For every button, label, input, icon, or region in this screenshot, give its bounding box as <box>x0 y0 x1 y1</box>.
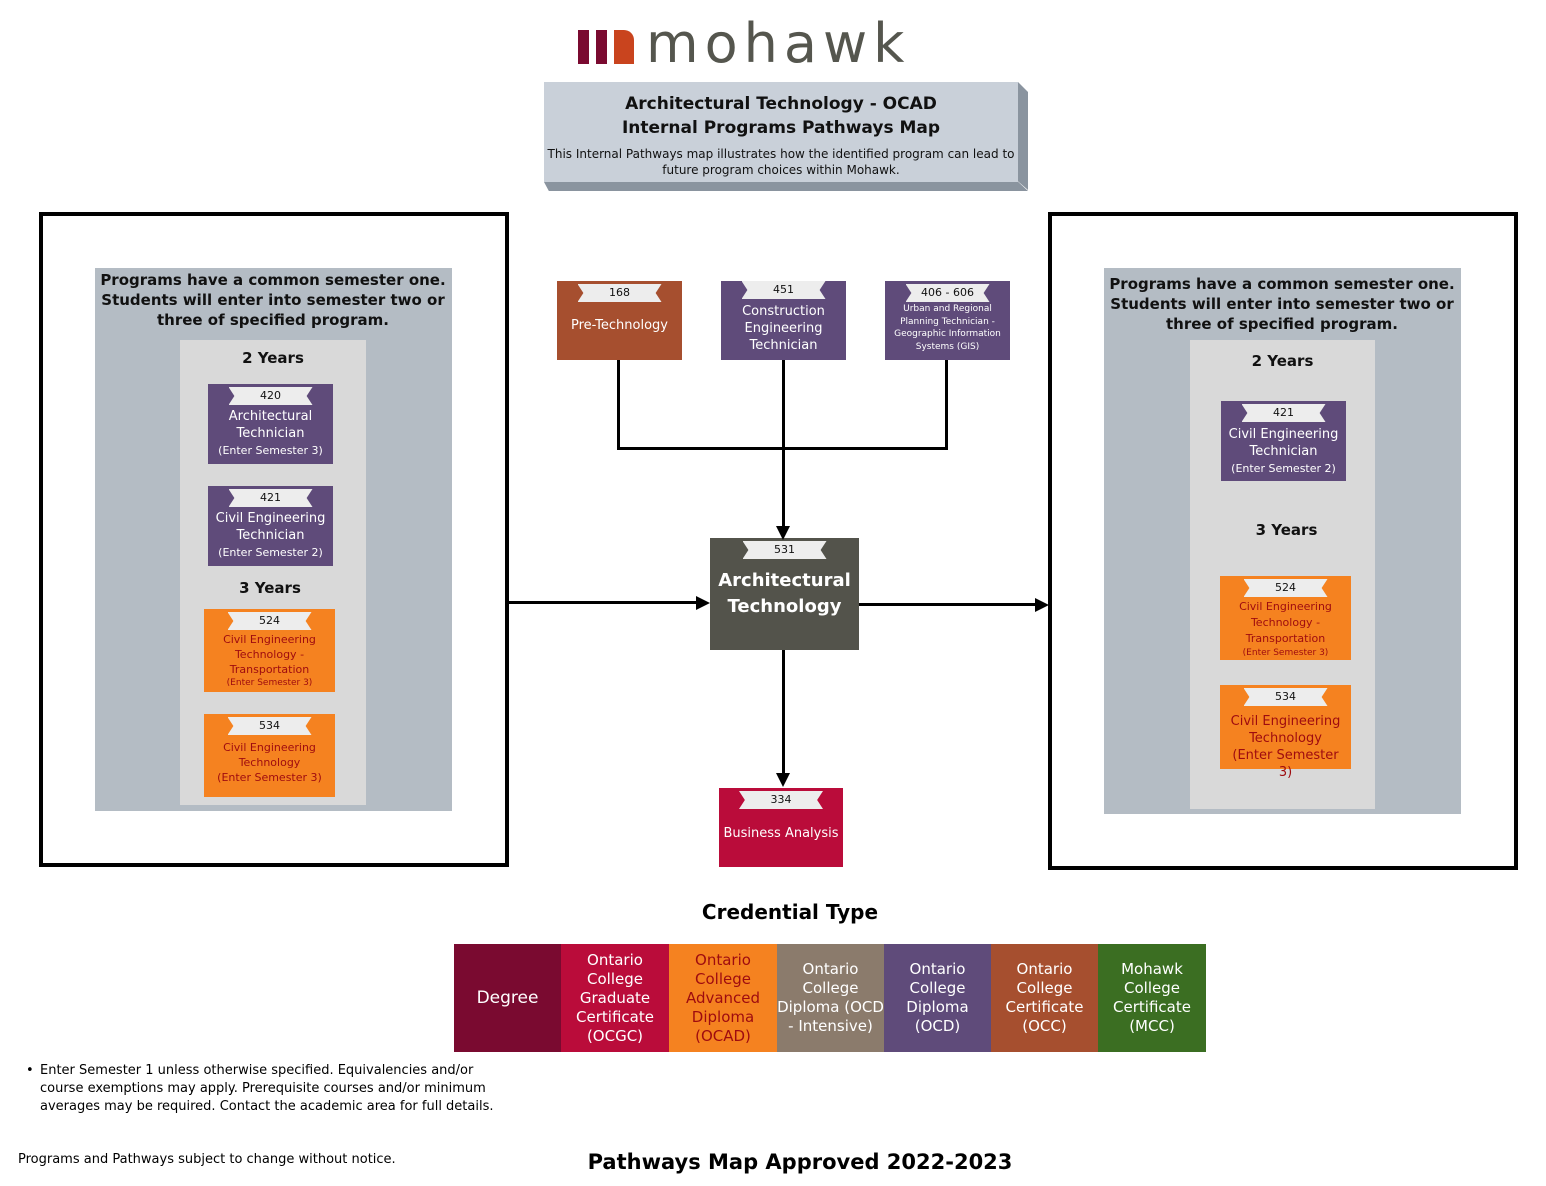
connector-406-down <box>945 360 948 450</box>
logo-bar-1 <box>578 30 589 64</box>
program-entry-note: (Enter Semester 3) <box>1242 648 1329 658</box>
legend-label: Ontario College Diploma (OCD - Intensive… <box>777 960 884 1035</box>
arrow-531-to-right <box>1035 598 1049 612</box>
connector-top-horizontal <box>617 447 948 450</box>
legend-label: Ontario College Diploma (OCD) <box>906 960 969 1035</box>
program-code: 524 <box>227 612 312 630</box>
program-entry-note: (Enter Semester 3) <box>226 678 313 688</box>
program-code: 421 <box>228 489 313 507</box>
program-code: 334 <box>739 791 823 809</box>
center-program-531[interactable]: 531 Architectural Technology <box>710 538 859 650</box>
right-program-534[interactable]: 534 Civil Engineering Technology (Enter … <box>1220 685 1351 780</box>
program-code: 420 <box>228 387 313 405</box>
program-name: Civil Engineering Technology <box>223 741 316 769</box>
program-name: Civil Engineering Technology - Transport… <box>1239 600 1332 645</box>
connector-451-down <box>782 360 785 528</box>
program-name: Civil Engineering Technician <box>215 511 326 543</box>
top-program-406-606[interactable]: 406 - 606 Urban and Regional Planning Te… <box>885 281 1010 360</box>
footer-approval: Pathways Map Approved 2022-2023 <box>587 1150 1013 1174</box>
legend-label: Ontario College Advanced Diploma (OCAD) <box>685 950 761 1045</box>
right-program-524[interactable]: 524 Civil Engineering Technology - Trans… <box>1220 576 1351 660</box>
legend-ocd-intensive: Ontario College Diploma (OCD - Intensive… <box>777 944 884 1052</box>
header-title-line2: Internal Programs Pathways Map <box>621 118 941 138</box>
logo-bar-3 <box>614 30 634 64</box>
program-name: Civil Engineering Technology <box>1230 714 1341 746</box>
footnote: • Enter Semester 1 unless otherwise spec… <box>26 1062 506 1116</box>
connector-531-to-334 <box>782 650 785 774</box>
footnote-text: Enter Semester 1 unless otherwise specif… <box>40 1063 494 1114</box>
legend-label: Degree <box>476 987 539 1008</box>
right-program-421[interactable]: 421 Civil Engineering Technician (Enter … <box>1221 401 1346 481</box>
left-heading-2-years: 2 Years <box>242 349 304 367</box>
legend-ocd: Ontario College Diploma (OCD) <box>884 944 991 1052</box>
header-bevel-bottom <box>544 182 1028 191</box>
arrow-into-334 <box>776 773 790 787</box>
program-name: Civil Engineering Technology - Transport… <box>223 633 316 676</box>
program-entry-note: (Enter Semester 3) <box>1232 748 1339 780</box>
header-title-line1: Architectural Technology - OCAD <box>625 94 937 114</box>
legend-label: Mohawk College Certificate (MCC) <box>1113 960 1191 1035</box>
logo-bar-2 <box>596 30 607 64</box>
connector-531-to-right <box>859 603 1037 606</box>
program-code: 531 <box>742 541 827 559</box>
program-code: 534 <box>1243 688 1328 706</box>
legend-label: Ontario College Graduate Certificate (OC… <box>576 950 654 1045</box>
connector-left-to-531 <box>509 601 698 604</box>
program-name: Architectural Technology <box>718 570 851 617</box>
program-entry-note: (Enter Semester 3) <box>217 771 322 784</box>
left-program-524[interactable]: 524 Civil Engineering Technology - Trans… <box>204 609 335 692</box>
legend-label: Ontario College Certificate (OCC) <box>1005 960 1084 1035</box>
bottom-program-334[interactable]: 334 Business Analysis <box>719 788 843 867</box>
program-code: 534 <box>227 717 312 735</box>
program-name: Business Analysis <box>723 826 839 841</box>
arrow-into-531 <box>776 526 790 540</box>
right-heading-2-years: 2 Years <box>1251 352 1314 370</box>
header-panel: Architectural Technology - OCAD Internal… <box>544 82 1018 182</box>
left-heading-3-years: 3 Years <box>239 579 301 597</box>
connector-168-down <box>617 360 620 450</box>
footer-disclaimer: Programs and Pathways subject to change … <box>18 1152 396 1167</box>
legend-degree: Degree <box>454 944 561 1052</box>
program-code: 168 <box>577 284 662 302</box>
program-entry-note: (Enter Semester 3) <box>218 444 323 457</box>
program-entry-note: (Enter Semester 2) <box>218 546 323 559</box>
legend-occ: Ontario College Certificate (OCC) <box>991 944 1098 1052</box>
program-name: Pre-Technology <box>571 318 668 333</box>
program-name: Architectural Technician <box>228 409 313 441</box>
header-bevel-right <box>1018 82 1028 190</box>
program-name: Civil Engineering Technician <box>1228 427 1339 459</box>
header-description: This Internal Pathways map illustrates h… <box>547 147 1015 177</box>
legend-mcc: Mohawk College Certificate (MCC) <box>1098 944 1206 1052</box>
left-program-421[interactable]: 421 Civil Engineering Technician (Enter … <box>208 486 333 566</box>
program-code: 524 <box>1243 579 1328 597</box>
program-code: 421 <box>1241 404 1326 422</box>
top-program-168[interactable]: 168 Pre-Technology <box>557 281 682 360</box>
arrow-left-to-531 <box>696 596 710 610</box>
left-program-420[interactable]: 420 Architectural Technician (Enter Seme… <box>208 384 333 464</box>
program-name: Urban and Regional Planning Technician -… <box>894 304 1001 352</box>
left-program-534[interactable]: 534 Civil Engineering Technology (Enter … <box>204 714 335 797</box>
top-program-451[interactable]: 451 Construction Engineering Technician <box>721 281 846 360</box>
bullet-icon: • <box>26 1063 34 1078</box>
program-code: 451 <box>741 281 826 299</box>
program-entry-note: (Enter Semester 2) <box>1231 462 1336 475</box>
left-panel-note: Programs have a common semester one. Stu… <box>100 271 446 329</box>
legend-ocgc: Ontario College Graduate Certificate (OC… <box>561 944 669 1052</box>
program-name: Construction Engineering Technician <box>742 304 825 353</box>
program-code: 406 - 606 <box>905 284 990 302</box>
right-panel-note: Programs have a common semester one. Stu… <box>1109 275 1455 333</box>
logo-wordmark: mohawk <box>646 12 911 75</box>
right-heading-3-years: 3 Years <box>1255 521 1318 539</box>
legend-ocad: Ontario College Advanced Diploma (OCAD) <box>669 944 777 1052</box>
legend-title: Credential Type <box>701 900 879 924</box>
